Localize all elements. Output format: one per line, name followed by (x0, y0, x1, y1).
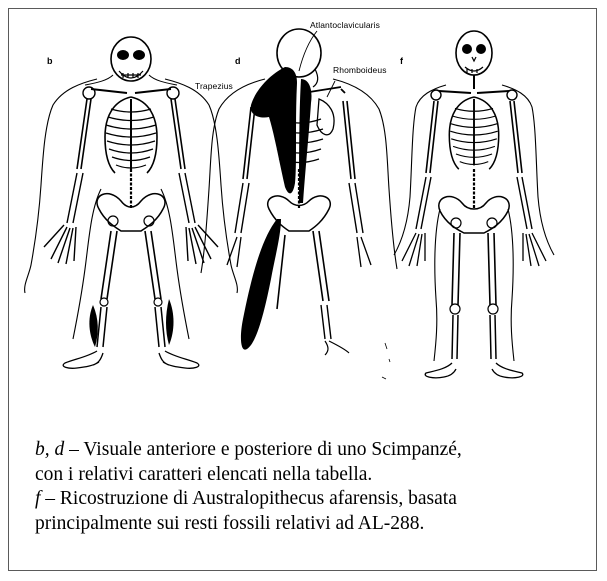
panel-f-australopithecus (394, 31, 554, 378)
figure-caption: b, d – Visuale anteriore e posteriore di… (35, 438, 595, 536)
caption-text-f: – Ricostruzione di Australopithecus afar… (40, 488, 456, 509)
stray-mark (382, 343, 390, 379)
label-atlantoclavicularis: Atlantoclavicularis (310, 20, 380, 30)
caption-line-2: con i relativi caratteri elencati nella … (35, 463, 595, 488)
caption-panel-letters-bd: b, d (35, 439, 64, 460)
caption-line-1: b, d – Visuale anteriore e posteriore di… (35, 438, 595, 463)
label-rhomboideus: Rhomboideus (333, 65, 387, 75)
panel-label-f: f (400, 56, 403, 66)
anatomy-figure (9, 9, 596, 409)
figure-frame: b d f Atlantoclavicularis Trapezius Rhom… (8, 8, 597, 571)
panel-d-chimp-posterior (201, 29, 397, 355)
caption-line-3: f – Ricostruzione di Australopithecus af… (35, 487, 595, 512)
caption-line-4: principalmente sui resti fossili relativ… (35, 512, 595, 537)
label-trapezius: Trapezius (195, 81, 233, 91)
panel-label-b: b (47, 56, 53, 66)
caption-text-bd: – Visuale anteriore e posteriore di uno … (64, 439, 462, 460)
panel-label-d: d (235, 56, 241, 66)
